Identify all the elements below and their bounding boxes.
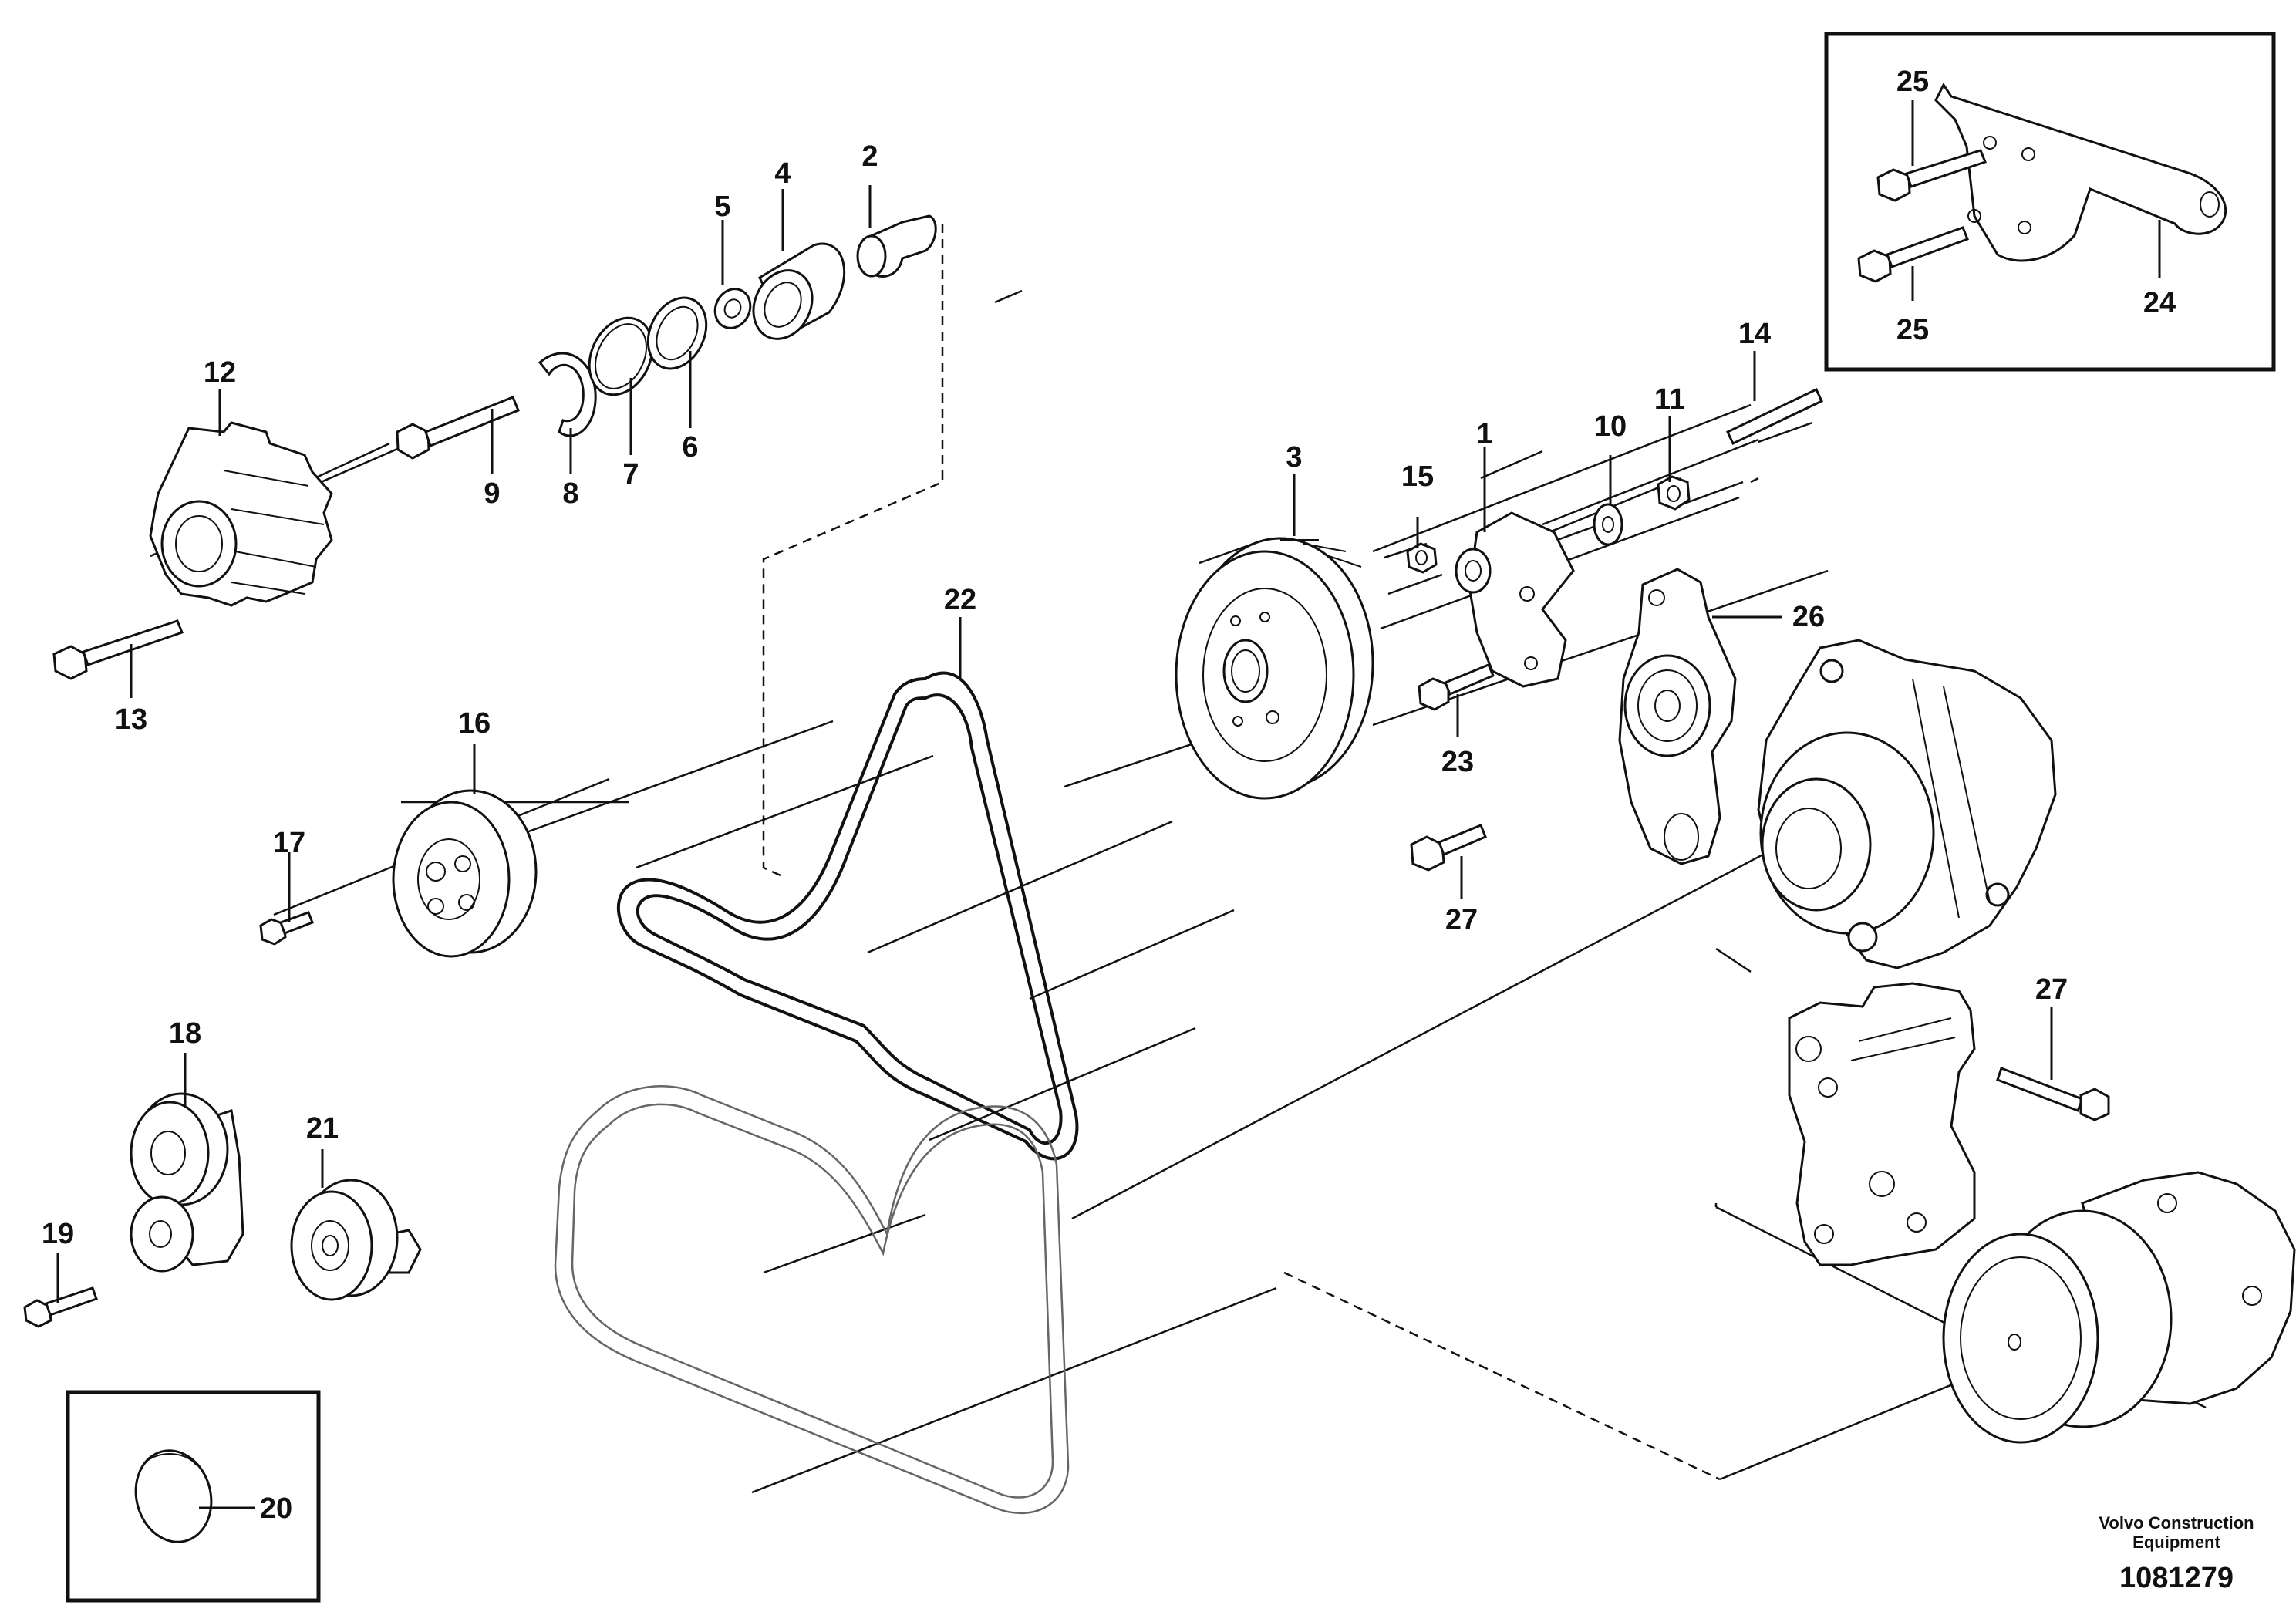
- nut-15-part: [1406, 542, 1438, 574]
- callout-11: 11: [1654, 383, 1685, 416]
- bolt-25-upper-part: [1876, 149, 1987, 202]
- crank-pulley-part: [1175, 537, 1374, 800]
- bearing-4-part: [752, 242, 846, 340]
- callout-15: 15: [1401, 460, 1434, 493]
- callout-23: 23: [1441, 746, 1474, 778]
- dashed-connector-compressor: [1283, 1271, 1721, 1481]
- washer-5-part: [713, 288, 752, 329]
- callout-5: 5: [714, 191, 730, 223]
- cap-inset-frame: [66, 1390, 321, 1603]
- footer: Volvo Construction Equipment 1081279: [2099, 1513, 2254, 1594]
- callout-4: 4: [774, 157, 791, 190]
- washer-7-part: [588, 316, 654, 396]
- callout-labels: 1 2 3 4 5 6 7 8 9 10 11 12 13 14 15 16 1…: [42, 66, 2176, 1525]
- bolt-19-part: [23, 1286, 98, 1328]
- callout-27-lower: 27: [2035, 973, 2068, 1006]
- credit-line-1: Volvo Construction: [2099, 1513, 2254, 1533]
- nut-11-part: [1657, 475, 1691, 511]
- callout-2: 2: [861, 140, 878, 173]
- callout-16: 16: [458, 707, 491, 740]
- idler-pulley-21-part: [290, 1179, 422, 1301]
- bracket-24-part: [1934, 83, 2227, 262]
- tensioner-18-part: [130, 1092, 244, 1273]
- dashed-connector-water-pump: [762, 224, 944, 877]
- tensioner-26-part: [1618, 568, 1737, 865]
- bolt-27-lower-part: [1996, 1067, 2110, 1121]
- bolt-27-upper-part: [1410, 824, 1487, 872]
- callout-25-upper: 25: [1896, 66, 1929, 98]
- callout-12: 12: [204, 356, 236, 389]
- idler-pulley-16-part: [392, 789, 538, 958]
- callout-1: 1: [1476, 418, 1492, 450]
- callout-19: 19: [42, 1218, 74, 1250]
- circlip-part: [538, 352, 597, 437]
- callout-20: 20: [260, 1492, 292, 1525]
- bolt-17-part: [259, 911, 314, 946]
- callout-10: 10: [1594, 410, 1627, 443]
- callout-14: 14: [1738, 318, 1771, 350]
- callout-21: 21: [306, 1112, 339, 1145]
- drawing-number: 1081279: [2119, 1562, 2234, 1594]
- callout-22: 22: [944, 584, 976, 616]
- callout-26: 26: [1792, 601, 1825, 633]
- callout-17: 17: [273, 827, 305, 859]
- bracket-1-part: [1455, 511, 1575, 688]
- bolt-9-part: [396, 396, 520, 460]
- washer-10-part: [1593, 503, 1623, 546]
- credit-line-2: Equipment: [2132, 1533, 2220, 1552]
- cap-20-part: [134, 1449, 213, 1543]
- callout-13: 13: [115, 703, 147, 736]
- leader-lines: [56, 100, 2161, 1509]
- stud-14-part: [1726, 387, 1823, 446]
- bolt-23-part: [1418, 663, 1495, 711]
- alternator-part: [1757, 639, 2057, 969]
- callout-27-upper: 27: [1445, 904, 1478, 936]
- callout-3: 3: [1286, 441, 1302, 474]
- impeller-part: [149, 421, 333, 607]
- callout-9: 9: [484, 477, 500, 510]
- poly-v-belt-22-part: [617, 671, 1079, 1161]
- callout-25-lower: 25: [1896, 314, 1929, 346]
- callout-24: 24: [2143, 287, 2176, 319]
- poly-v-belt-secondary-part: [554, 1085, 1070, 1515]
- ac-compressor-part: [1942, 1171, 2296, 1444]
- callout-8: 8: [562, 477, 578, 510]
- bolt-13-part: [52, 619, 184, 680]
- bracket-inset-frame: [1824, 32, 2276, 372]
- callout-6: 6: [682, 431, 698, 464]
- bushing-2-part: [856, 214, 937, 278]
- callout-7: 7: [622, 458, 639, 491]
- compressor-bracket-part: [1788, 982, 1976, 1266]
- callout-18: 18: [169, 1017, 201, 1050]
- seal-6-part: [646, 296, 708, 370]
- bolt-25-lower-part: [1857, 226, 1969, 283]
